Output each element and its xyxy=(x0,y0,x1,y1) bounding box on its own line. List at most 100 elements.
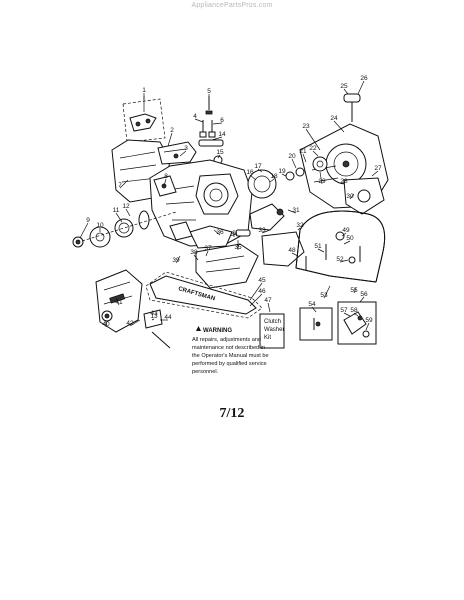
callout-16: 16 xyxy=(246,169,254,176)
callout-48: 48 xyxy=(288,247,296,254)
callout-27: 27 xyxy=(374,165,382,172)
callout-18: 18 xyxy=(270,173,278,180)
callout-31: 31 xyxy=(292,207,300,214)
leader-line-47 xyxy=(267,302,271,313)
callout-45: 45 xyxy=(258,277,266,284)
callout-15: 15 xyxy=(216,149,224,156)
leader-line-15 xyxy=(217,154,221,159)
callout-47: 47 xyxy=(264,297,272,304)
leader-line-42 xyxy=(129,319,141,327)
site-watermark: AppliancePartsPros.com xyxy=(191,2,273,9)
leader-line-6 xyxy=(212,122,223,125)
callout-5: 5 xyxy=(207,88,211,95)
warning-heading: WARNING xyxy=(203,328,232,334)
callout-43: 43 xyxy=(150,310,158,317)
leader-line-4 xyxy=(194,118,204,123)
leader-line-50 xyxy=(343,240,351,245)
leader-line-8 xyxy=(163,178,167,187)
leader-line-14 xyxy=(211,136,223,141)
leader-line-51 xyxy=(317,248,325,253)
leader-line-36 xyxy=(213,229,221,236)
callout-33: 33 xyxy=(258,227,266,234)
leader-line-39 xyxy=(175,255,181,264)
front-handle xyxy=(295,210,386,283)
leader-line-22 xyxy=(312,150,319,157)
page-number: 7/12 xyxy=(219,406,245,421)
leader-line-57 xyxy=(343,312,351,317)
callout-46: 46 xyxy=(258,288,266,295)
callout-24: 24 xyxy=(330,115,338,122)
leader-line-38 xyxy=(193,254,199,261)
callout-51: 51 xyxy=(314,243,322,250)
callout-8: 8 xyxy=(164,173,168,180)
kit-line-3: Kit xyxy=(264,335,271,341)
leader-line-3 xyxy=(179,150,187,157)
leader-line-59 xyxy=(365,322,370,331)
leader-line-45 xyxy=(249,282,263,301)
leader-line-32 xyxy=(297,227,301,231)
callout-52: 52 xyxy=(336,256,344,263)
callout-23: 23 xyxy=(302,123,310,130)
inset-box-54 xyxy=(299,307,333,341)
leader-line-48 xyxy=(291,252,299,257)
callout-30: 30 xyxy=(346,193,354,200)
leader-line-26 xyxy=(357,80,365,95)
flywheel-assembly xyxy=(247,156,328,231)
callout-25: 25 xyxy=(340,83,348,90)
warning-notice: WARNING All repairs, adjustments and mai… xyxy=(192,326,269,375)
callout-19: 19 xyxy=(278,168,286,175)
callout-56: 56 xyxy=(360,291,368,298)
callout-37: 37 xyxy=(204,245,212,252)
callout-29: 29 xyxy=(318,178,326,185)
callout-26: 26 xyxy=(360,75,368,82)
warning-line-4: performed by qualified service xyxy=(192,361,267,367)
warning-line-2: maintenance not described in xyxy=(192,345,265,351)
callout-40: 40 xyxy=(102,321,110,328)
callout-leaders xyxy=(79,80,379,331)
leader-line-11 xyxy=(115,212,123,223)
callout-14: 14 xyxy=(218,131,226,138)
callout-42: 42 xyxy=(126,320,134,327)
callout-22: 22 xyxy=(309,145,317,152)
leader-line-29 xyxy=(319,171,323,185)
callout-11: 11 xyxy=(113,207,120,214)
leader-line-56 xyxy=(359,296,365,303)
warning-line-3: the Operator's Manual must be xyxy=(192,353,269,359)
warning-line-1: All repairs, adjustments and xyxy=(192,337,261,343)
callout-41: 41 xyxy=(115,299,123,306)
callout-36: 36 xyxy=(216,229,224,236)
leader-line-49 xyxy=(341,232,347,237)
callout-34: 34 xyxy=(230,231,238,238)
callout-55: 55 xyxy=(350,287,358,294)
leader-line-2 xyxy=(167,132,173,147)
callout-54: 54 xyxy=(308,301,316,308)
leader-line-20 xyxy=(291,158,297,169)
clutch-assembly xyxy=(72,210,177,248)
leader-line-54 xyxy=(311,306,317,313)
leader-line-53 xyxy=(323,285,331,299)
leader-line-7 xyxy=(119,179,129,189)
leader-line-55 xyxy=(353,287,357,294)
leader-line-46 xyxy=(249,293,263,307)
leader-line-12 xyxy=(125,208,131,217)
callout-2: 2 xyxy=(170,127,174,134)
callout-38: 38 xyxy=(190,249,198,256)
leader-line-33 xyxy=(261,229,271,234)
leader-line-19 xyxy=(281,173,287,177)
callout-13: 13 xyxy=(150,313,158,320)
clutch-washer-kit-box: Clutch Washer Kit xyxy=(259,313,285,349)
leader-line-24 xyxy=(333,120,345,133)
leader-line-9 xyxy=(79,222,89,239)
leader-line-17 xyxy=(257,168,263,173)
callout-50: 50 xyxy=(346,235,354,242)
callout-57: 57 xyxy=(340,307,348,314)
leader-line-13 xyxy=(151,318,155,321)
callout-6: 6 xyxy=(220,117,224,124)
leader-line-23 xyxy=(305,128,321,151)
starter-assembly xyxy=(299,93,389,215)
callout-49: 49 xyxy=(342,227,350,234)
leader-line-16 xyxy=(249,174,257,181)
leader-line-30 xyxy=(349,193,355,200)
